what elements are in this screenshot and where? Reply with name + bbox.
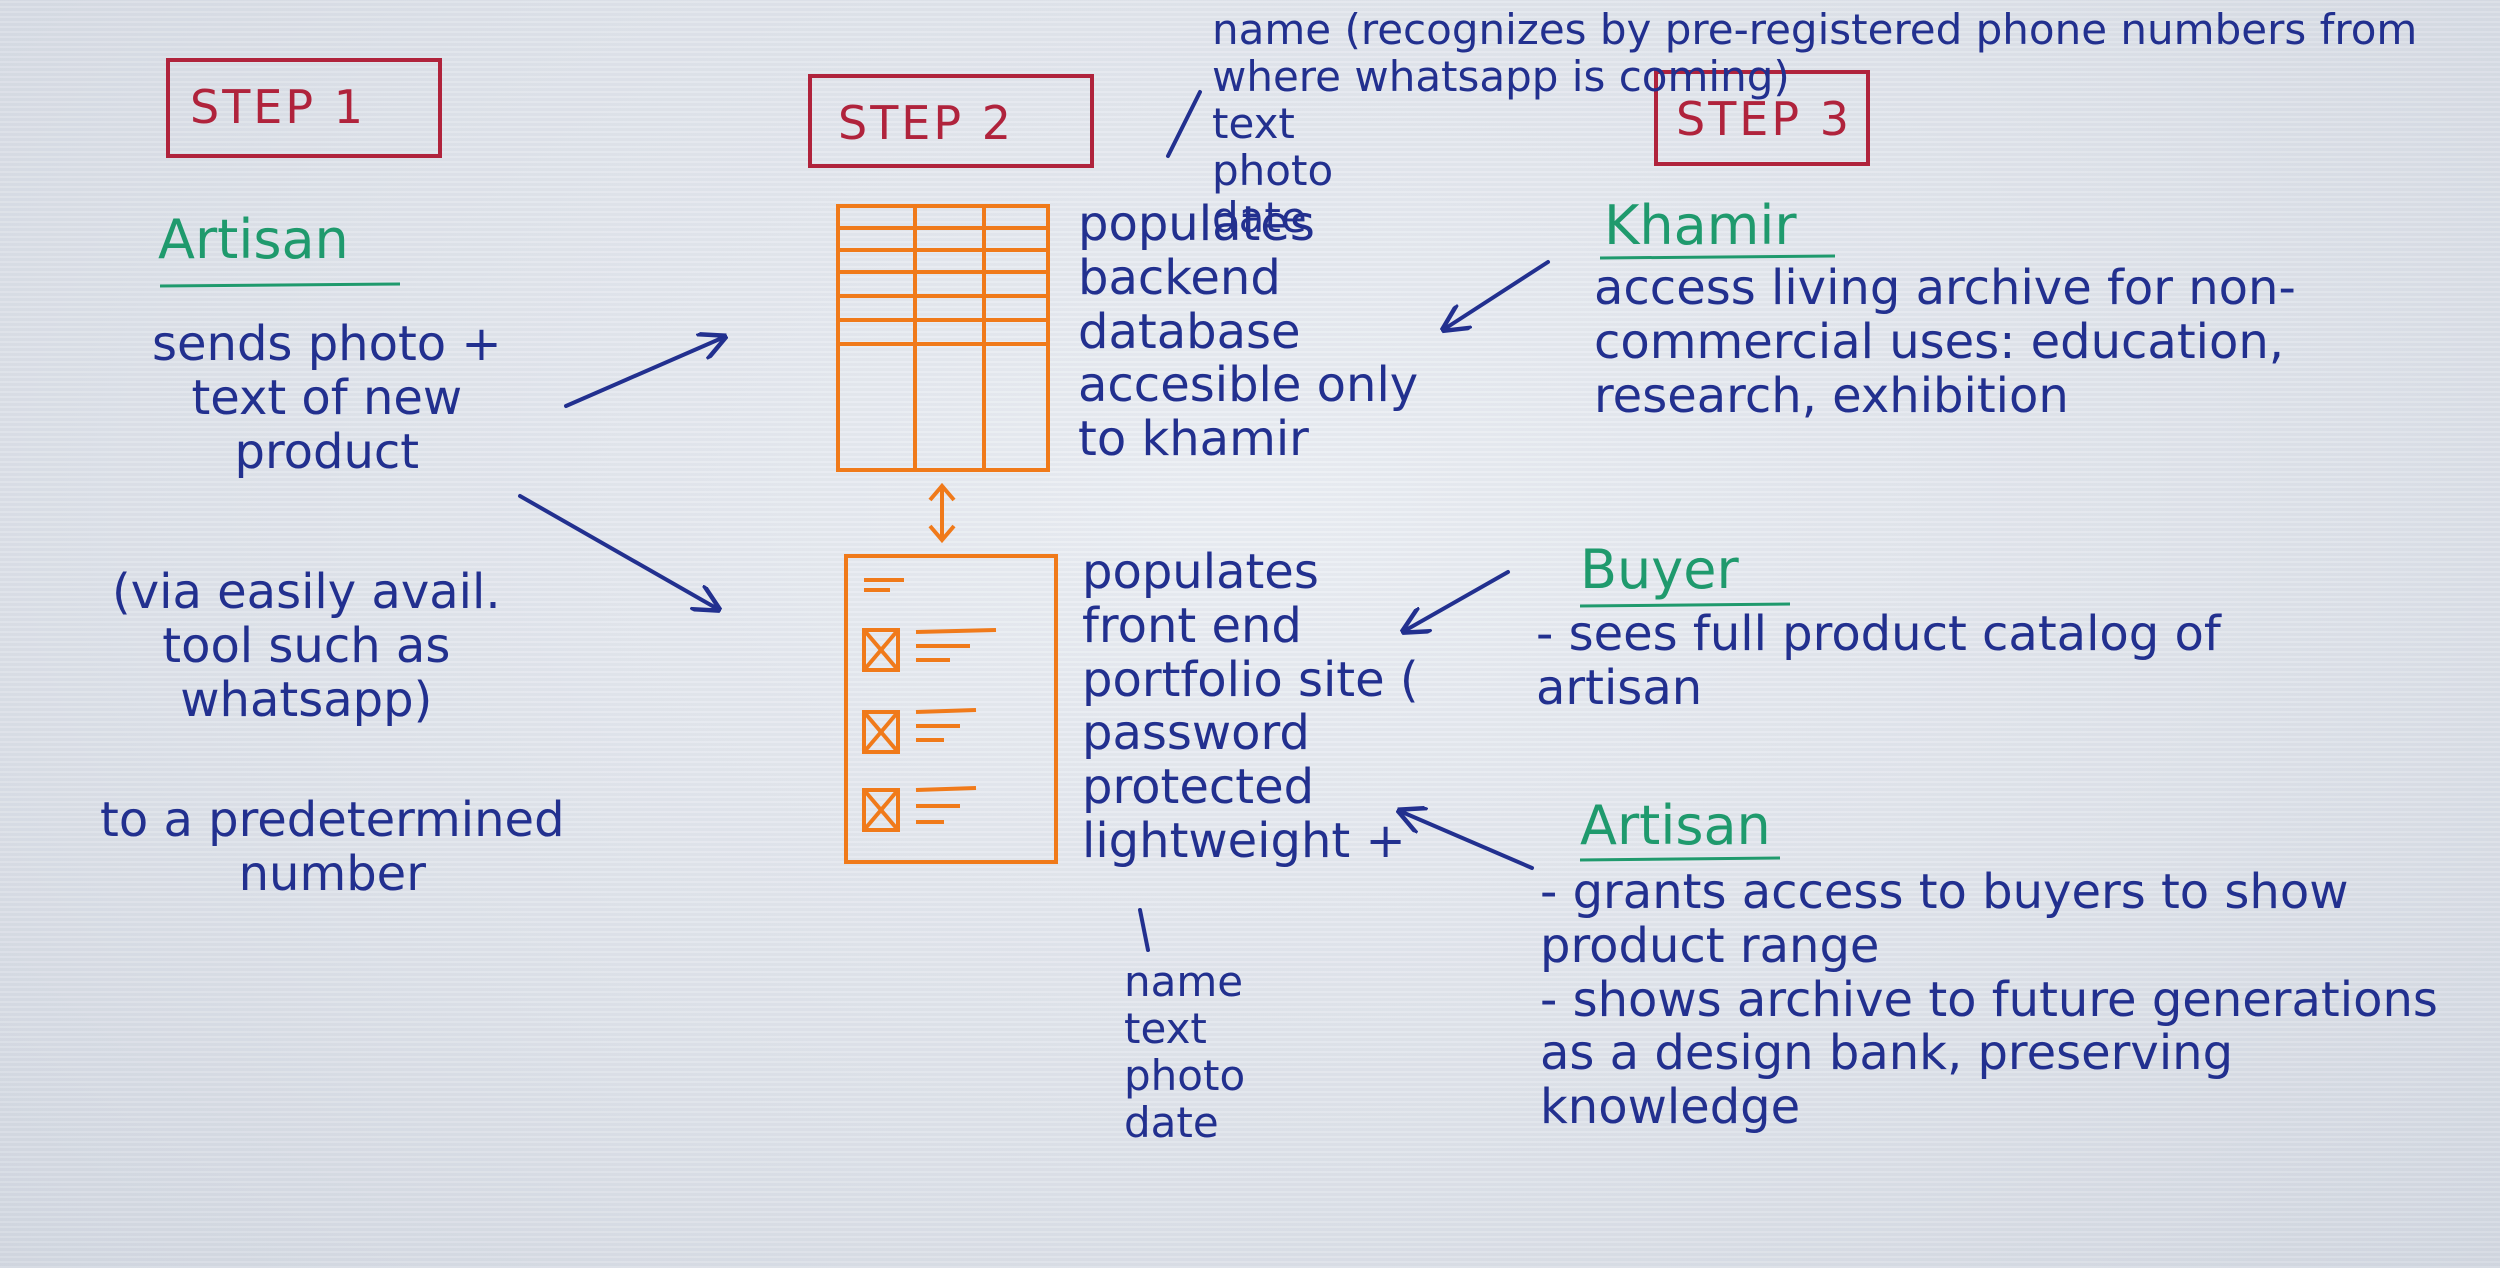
step3-artisan-text: - grants access to buyers to show produc…	[1540, 864, 2438, 1135]
step2-fields-top: name (recognizes by pre-registered phone…	[1212, 5, 2418, 243]
step2-label: STEP 2	[838, 96, 1014, 150]
step1-via-text: (via easily avail. tool such as whatsapp…	[112, 564, 501, 728]
arrow-artisan-to-frontend	[1402, 812, 1534, 870]
frontend-site-icon	[844, 554, 1058, 864]
artisan-underline-step3	[1579, 856, 1781, 862]
step2-box	[808, 74, 1094, 168]
step3-buyer-text: - sees full product catalog of artisan	[1536, 606, 2221, 716]
arrow-buyer-to-frontend	[1406, 570, 1510, 630]
step3-artisan-title: Artisan	[1580, 794, 1771, 857]
khamir-underline	[1599, 254, 1836, 260]
buyer-underline	[1579, 602, 1791, 608]
fields-top-bracket	[1166, 90, 1202, 158]
arrow-to-frontend	[518, 494, 716, 608]
arrow-khamir-to-backend	[1446, 260, 1550, 328]
step3-buyer-title: Buyer	[1580, 538, 1739, 601]
step2-backend-text: populates backend database accesible onl…	[1078, 196, 1419, 467]
step1-label: STEP 1	[190, 80, 366, 134]
step3-khamir-text: access living archive for non- commercia…	[1594, 260, 2296, 424]
step1-destination-text: to a predetermined number	[100, 792, 565, 902]
fields-bottom-bracket	[1138, 908, 1150, 952]
step2-frontend-text: populates front end portfolio site ( pas…	[1082, 544, 1419, 869]
sync-arrow-icon	[928, 482, 956, 544]
step1-action-text: sends photo + text of new product	[152, 316, 502, 480]
artisan-underline-step1	[159, 282, 401, 288]
step3-label: STEP 3	[1676, 92, 1852, 146]
step1-box	[166, 58, 442, 158]
step2-fields-bottom: name text photo date	[1124, 957, 1246, 1148]
arrow-to-backend	[564, 338, 722, 408]
step3-khamir-title: Khamir	[1604, 194, 1797, 257]
step3-box	[1654, 70, 1870, 166]
backend-database-icon	[836, 204, 1050, 472]
step1-role-title: Artisan	[158, 208, 349, 271]
